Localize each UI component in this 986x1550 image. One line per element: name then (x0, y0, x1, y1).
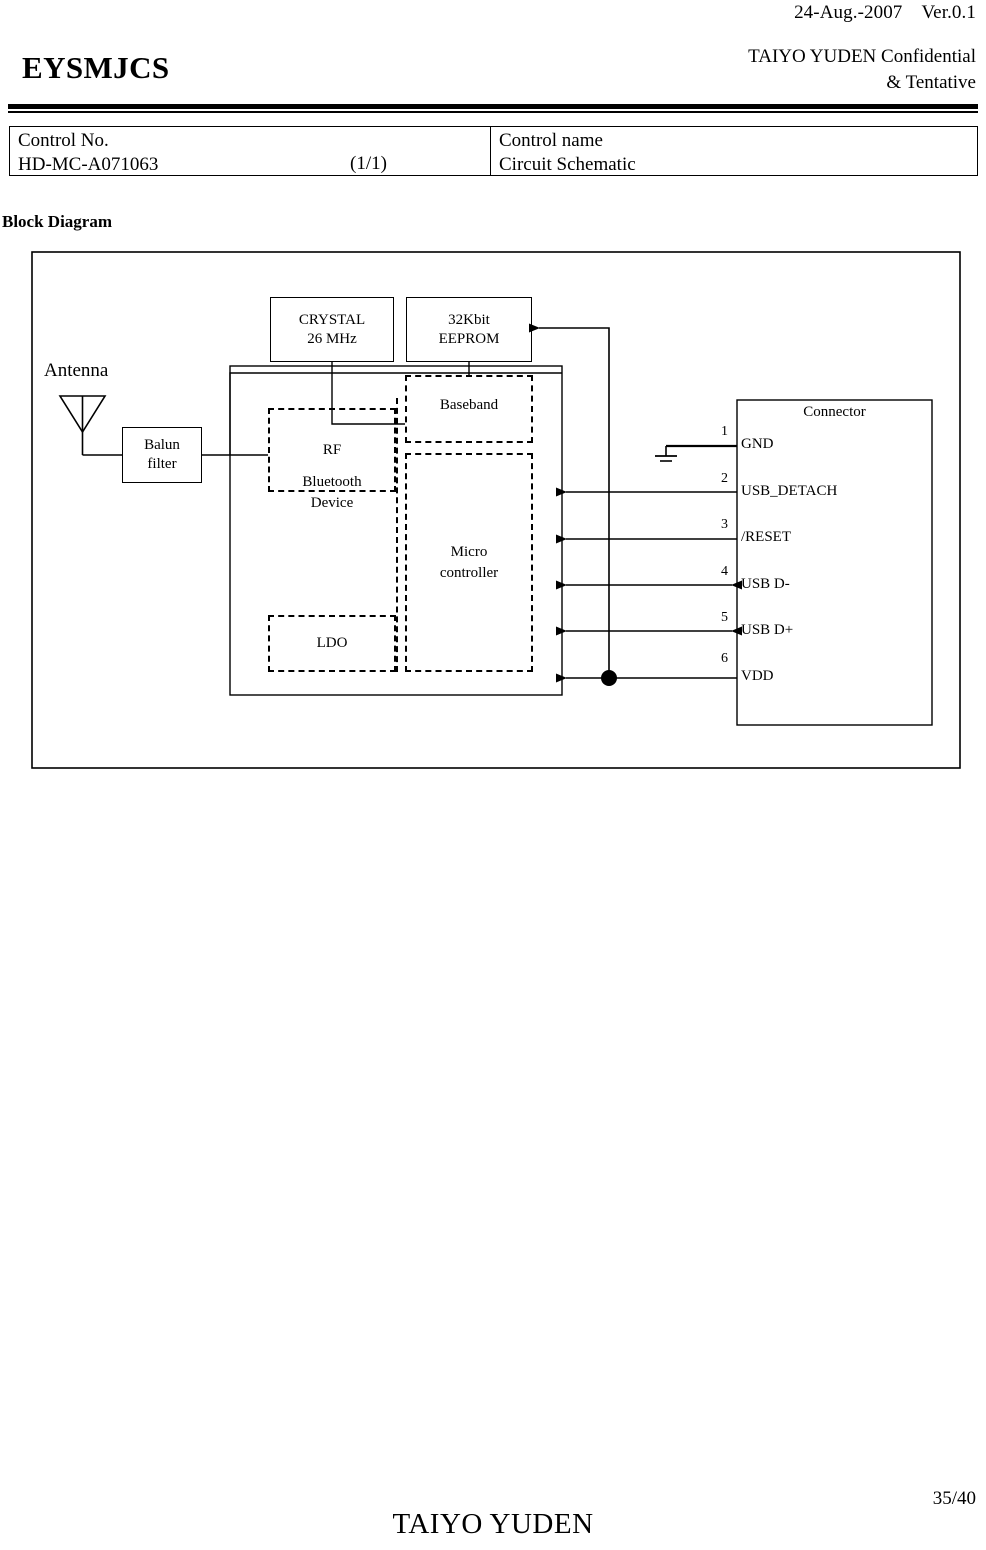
sheet-count: (1/1) (350, 153, 387, 174)
balun-filter-line-2: filter (147, 456, 177, 472)
ground-lead (655, 444, 737, 462)
document-header: 24-Aug.-2007 Ver.0.1 EYSMJCS TAIYO YUDEN… (0, 0, 986, 105)
micro-controller-line-2: controller (439, 564, 499, 581)
balun-filter-box: Balun filter (122, 427, 202, 483)
crystal-box: CRYSTAL 26 MHz (270, 297, 394, 362)
baseband-block: Baseband (405, 375, 533, 443)
pin-name-usb-detach: USB_DETACH (741, 483, 838, 499)
confidentiality-line-1: TAIYO YUDEN Confidential (748, 46, 976, 67)
control-name-value: Circuit Schematic (499, 154, 636, 175)
micro-controller-block: Micro controller (405, 453, 533, 672)
pin-number-6: 6 (721, 651, 728, 666)
bluetooth-device-line-2: Device (310, 495, 354, 511)
company-footer-logo: TAIYO YUDEN (392, 1508, 594, 1540)
control-name-label: Control name (499, 130, 603, 151)
divider-thin-line (8, 111, 978, 113)
eeprom-box: 32Kbit EEPROM (406, 297, 532, 362)
micro-controller-line-1: Micro (450, 543, 488, 560)
eeprom-line-1: 32Kbit (448, 311, 490, 328)
product-model-title: EYSMJCS (22, 50, 170, 85)
pin-name-usb-dplus: USB D+ (741, 622, 794, 638)
pin-name-usb-dminus: USB D- (741, 576, 790, 592)
antenna-label: Antenna (44, 360, 109, 381)
date-version-text: 24-Aug.-2007 Ver.0.1 (794, 2, 976, 23)
eeprom-line-2: EEPROM (438, 330, 500, 347)
pin-number-5: 5 (721, 610, 728, 625)
header-divider-rule (8, 104, 978, 113)
pin-name-vdd: VDD (741, 668, 774, 684)
connector-title: Connector (803, 404, 866, 420)
confidentiality-line-2: & Tentative (886, 72, 976, 93)
control-no-label: Control No. (18, 130, 109, 151)
divider-thick-line (8, 104, 978, 109)
wire-vdd-riser-to-eeprom (529, 323, 610, 678)
ldo-block: LDO (268, 615, 396, 672)
pin-name-reset: /RESET (741, 529, 792, 545)
balun-filter-line-1: Balun (144, 437, 180, 453)
rf-label: RF (322, 441, 342, 458)
section-title-block-diagram: Block Diagram (2, 212, 113, 231)
control-info-table: Control No. HD-MC-A071063 (1/1) Control … (9, 126, 978, 176)
bluetooth-device-region: Bluetooth Device (268, 408, 396, 672)
control-no-cell: Control No. HD-MC-A071063 (1/1) (10, 127, 491, 175)
crystal-line-2: 26 MHz (307, 330, 357, 347)
pin-name-gnd: GND (741, 436, 774, 452)
antenna-symbol (58, 395, 122, 456)
rf-block: RF (268, 408, 396, 492)
pin-number-2: 2 (721, 471, 728, 486)
block-diagram-figure: Antenna Balun filter CRYSTAL 26 MHz 32Kb… (31, 251, 961, 769)
pin-number-1: 1 (721, 424, 728, 439)
bluetooth-device-right-border (396, 398, 400, 672)
pin-number-3: 3 (721, 517, 728, 532)
confidentiality-notice: TAIYO YUDEN Confidential & Tentative (748, 44, 976, 96)
crystal-line-1: CRYSTAL (298, 311, 366, 328)
pin-number-4: 4 (721, 564, 728, 579)
control-name-cell: Control name Circuit Schematic (491, 127, 977, 175)
ldo-label: LDO (316, 635, 348, 651)
bluetooth-device-line-1: Bluetooth (302, 474, 362, 490)
vdd-junction-dot (601, 670, 617, 686)
page-number: 35/40 (932, 1488, 976, 1509)
baseband-label: Baseband (439, 397, 499, 413)
control-no-value: HD-MC-A071063 (18, 154, 159, 175)
